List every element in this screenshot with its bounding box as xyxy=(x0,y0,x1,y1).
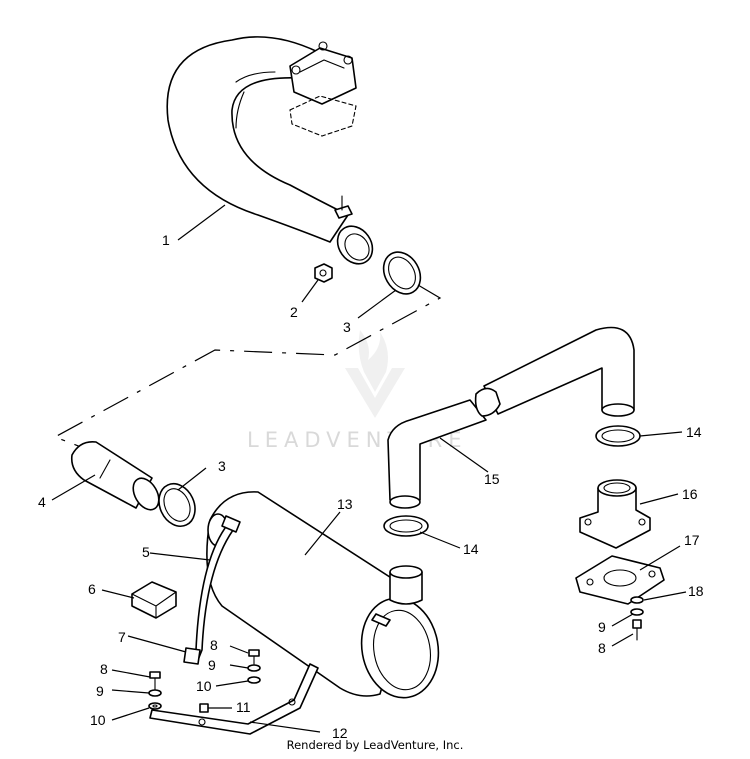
callout-14-lower: 14 xyxy=(463,541,479,557)
bolt-left xyxy=(148,671,162,710)
callout-15: 15 xyxy=(484,471,500,487)
callout-2: 2 xyxy=(290,304,298,320)
callout-13: 13 xyxy=(337,496,353,512)
clamp-upper xyxy=(382,251,422,295)
rubber-pad xyxy=(131,581,177,619)
flange-gasket xyxy=(575,555,665,605)
callout-3-lower: 3 xyxy=(218,458,226,474)
mounting-bracket xyxy=(149,663,319,735)
bolt-right xyxy=(247,649,261,684)
clamp-lower xyxy=(158,483,196,527)
callout-14-upper: 14 xyxy=(686,424,702,440)
callout-4: 4 xyxy=(38,494,46,510)
callout-9-mid: 9 xyxy=(208,657,216,673)
clamp-14-upper xyxy=(595,425,641,447)
callout-10-left: 10 xyxy=(90,712,106,728)
outlet-adapter xyxy=(579,479,651,549)
callout-8-left: 8 xyxy=(100,661,108,677)
callout-3-upper: 3 xyxy=(343,319,351,335)
leader-lines xyxy=(51,204,687,733)
callout-10-mid: 10 xyxy=(196,678,212,694)
callout-16: 16 xyxy=(682,486,698,502)
callout-5: 5 xyxy=(142,544,150,560)
callout-8-mid: 8 xyxy=(210,637,218,653)
callout-12: 12 xyxy=(332,725,348,741)
nut xyxy=(314,263,333,283)
callout-7: 7 xyxy=(118,629,126,645)
callout-6: 6 xyxy=(88,581,96,597)
bolt-adapter xyxy=(630,596,644,641)
assembly-centerline xyxy=(53,284,442,459)
watermark-logo xyxy=(345,330,405,418)
rivet xyxy=(199,703,209,713)
callout-9-left: 9 xyxy=(96,683,104,699)
clamp-14-lower xyxy=(383,515,429,537)
callout-8-right: 8 xyxy=(598,640,606,656)
rendered-credit: Rendered by LeadVenture, Inc. xyxy=(286,738,464,752)
callout-11: 11 xyxy=(236,699,251,715)
callout-1: 1 xyxy=(162,232,170,248)
muffler-strap xyxy=(183,515,241,665)
callout-18: 18 xyxy=(688,583,704,599)
callout-17: 17 xyxy=(684,532,700,548)
flex-hose xyxy=(387,326,635,509)
coupler-sleeve xyxy=(70,440,160,511)
callout-9-right: 9 xyxy=(598,619,606,635)
exhaust-pipe xyxy=(166,36,374,265)
